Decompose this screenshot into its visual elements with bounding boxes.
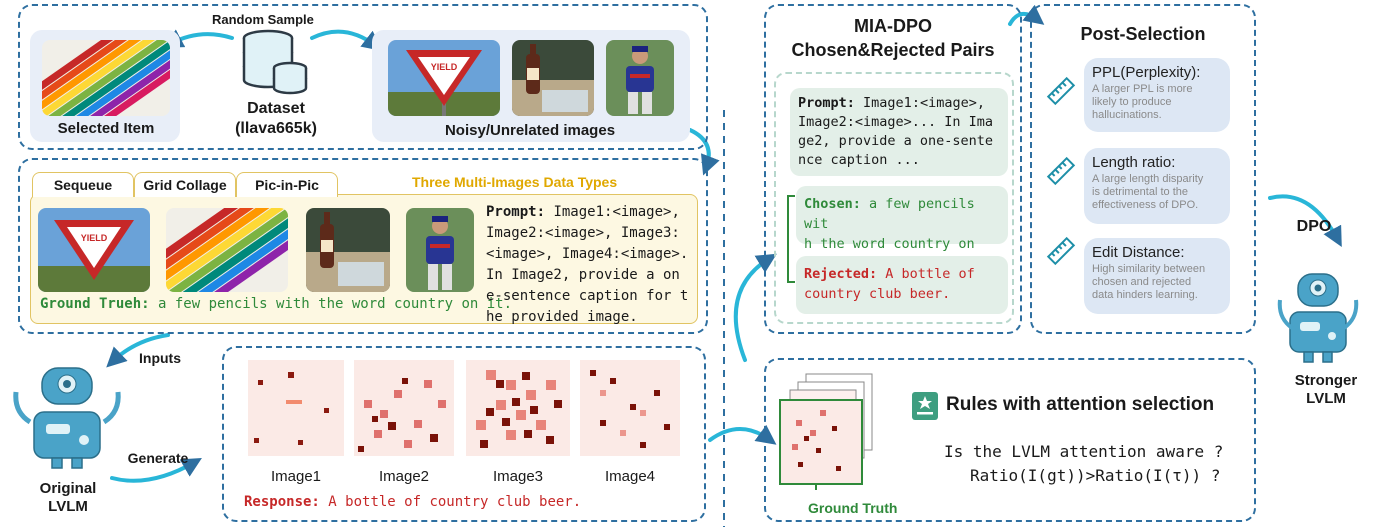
tab-pic-in-pic[interactable]: Pic-in-Pic — [236, 172, 338, 197]
heatmap-caption-1: Image1 — [270, 468, 322, 485]
selected-item-label: Selected Item — [57, 120, 155, 137]
arrow-to-noisy — [310, 29, 383, 51]
dt-yield-image: YIELD — [38, 208, 150, 292]
heatmap-image4 — [580, 360, 680, 456]
database-icon — [240, 28, 310, 103]
stronger-lvlm-label: Stronger LVLM — [1294, 372, 1358, 407]
dt-prompt: Prompt: Image1:<image>, Image2:<image>, … — [486, 204, 689, 325]
heatmap-image1 — [248, 360, 344, 456]
dpo-label: DPO — [1296, 218, 1332, 235]
response-label: Response: — [244, 494, 320, 510]
dataset-label: Dataset — [247, 100, 305, 117]
arrow-to-rules — [708, 424, 777, 445]
dt-player-image — [406, 208, 474, 292]
attention-panel — [222, 346, 706, 522]
heatmap-caption-4: Image4 — [604, 468, 656, 485]
post-selection-title: Post-Selection — [1080, 24, 1206, 44]
original-lvlm-label: Original LVLM — [39, 480, 97, 515]
gt-label: Ground Trueh: — [40, 296, 150, 312]
ruler-icon-2 — [1046, 156, 1076, 191]
arrow-down-datatypes — [688, 128, 720, 176]
rules-icon — [910, 390, 940, 427]
response-text: A bottle of country club beer. — [328, 494, 582, 510]
arrow-inputs — [106, 333, 170, 368]
arrow-dpo — [1268, 194, 1342, 248]
length-ratio-card: Length ratio: A large length disparity i… — [1084, 148, 1230, 224]
tab-grid-collage[interactable]: Grid Collage — [134, 172, 236, 197]
heatmap-caption-2: Image2 — [378, 468, 430, 485]
pairs-title: MIA-DPO Chosen&Rejected Pairs — [791, 16, 995, 60]
heatmap-caption-3: Image3 — [492, 468, 544, 485]
heatmap-image2 — [354, 360, 454, 456]
yield-sign-image: YIELD — [388, 40, 500, 116]
noisy-images-label: Noisy/Unrelated images — [444, 122, 616, 139]
ruler-icon-3 — [1046, 236, 1076, 271]
gt-text: a few pencils with the word country on i… — [158, 296, 513, 312]
stronger-robot-icon — [1276, 270, 1360, 371]
rules-question-2: Ratio(I(gt))>Ratio(I(τ)) ? — [970, 466, 1221, 485]
pairs-inner-box — [774, 72, 1014, 324]
dataset-name: (llava665k) — [235, 120, 317, 137]
svg-text:YIELD: YIELD — [81, 233, 108, 243]
ruler-icon-1 — [1046, 76, 1076, 111]
arrow-up-pairs — [733, 253, 777, 362]
ground-truth-line: Ground Trueh: a few pencils with the wor… — [40, 296, 512, 312]
data-types-title: Three Multi-Images Data Types — [412, 174, 618, 190]
inputs-label: Inputs — [139, 350, 181, 366]
ppl-card: PPL(Perplexity): A larger PPL is more li… — [1084, 58, 1230, 132]
pairs-panel — [764, 4, 1022, 334]
dt-bottle-image — [306, 208, 390, 292]
arrow-generate — [110, 457, 202, 483]
bottle-image — [512, 40, 594, 116]
rejected-card: Rejected: A bottle of country club beer. — [796, 256, 1008, 314]
tab-sequeue[interactable]: Sequeue — [32, 172, 134, 197]
random-sample-label: Random Sample — [212, 12, 314, 27]
dt-pencils-image — [166, 208, 288, 292]
post-selection-panel — [1030, 4, 1256, 334]
sampling-panel — [18, 4, 708, 150]
rules-title: Rules with attention selection — [946, 394, 1215, 415]
baseball-player-image — [606, 40, 674, 116]
edit-distance-card: Edit Distance: High similarity between c… — [1084, 238, 1230, 314]
response-line: Response: A bottle of country club beer. — [244, 494, 581, 510]
svg-text:YIELD: YIELD — [431, 62, 458, 72]
generate-label: Generate — [127, 450, 189, 466]
stacked-heatmaps — [776, 370, 876, 495]
chosen-card: Chosen: a few pencils wit h the word cou… — [796, 186, 1008, 272]
original-robot-icon — [12, 362, 124, 475]
heatmap-image3 — [466, 360, 570, 456]
rules-panel — [764, 358, 1256, 522]
pencils-image — [42, 40, 170, 116]
gt-caption: Ground Truth — [808, 500, 898, 516]
dt-prompt-label: Prompt: — [486, 204, 546, 220]
data-types-panel — [18, 158, 708, 334]
rules-question-1: Is the LVLM attention aware ? — [944, 442, 1224, 461]
pairs-prompt: Prompt: Image1:<image>, Image2:<image>..… — [790, 88, 1008, 176]
